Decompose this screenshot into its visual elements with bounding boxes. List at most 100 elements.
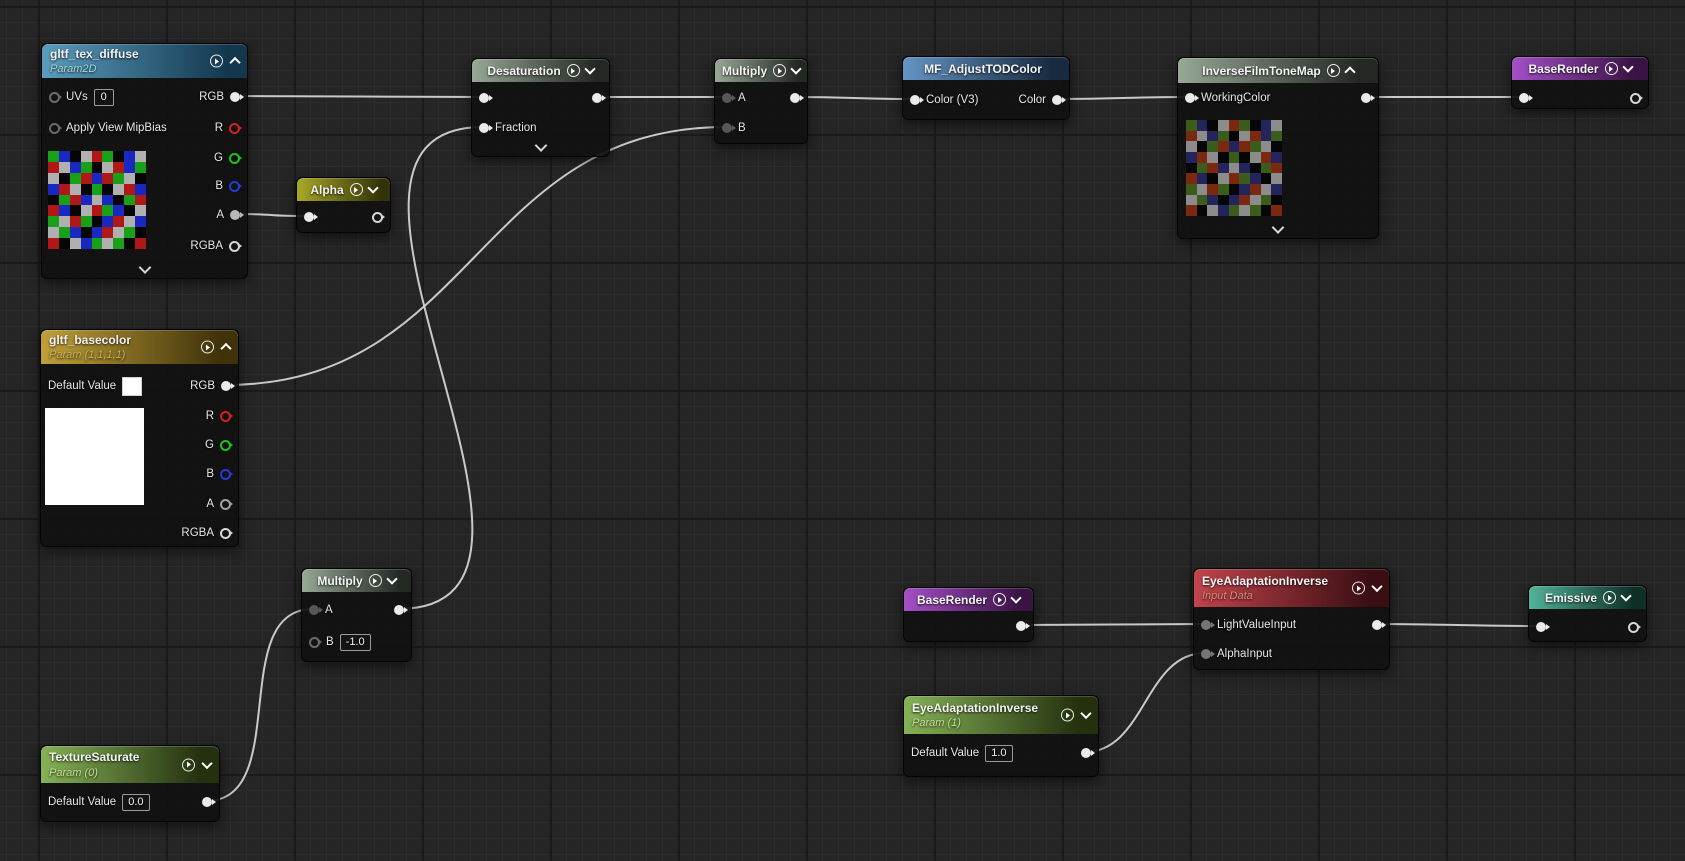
- pin-color[interactable]: [1052, 95, 1066, 105]
- node-baserender_top[interactable]: BaseRender: [1511, 56, 1649, 109]
- wire-multiply_mid-out0-to-desaturation-in1[interactable]: [397, 126, 484, 610]
- play-preview-icon[interactable]: [1603, 591, 1617, 604]
- play-preview-icon[interactable]: [1326, 64, 1340, 77]
- node-baserender_mid[interactable]: BaseRender: [903, 587, 1034, 642]
- collapse-chevron-icon[interactable]: [534, 139, 547, 152]
- pin-b[interactable]: [229, 180, 242, 192]
- chevron-up-icon[interactable]: [229, 56, 241, 69]
- pin-a[interactable]: [230, 210, 244, 220]
- wire-eyeadaptationinverse_param-out0-to-eyeadaptationinverse_input-in1[interactable]: [1084, 652, 1206, 753]
- pin-workingcolor[interactable]: [1185, 93, 1199, 103]
- pin-r[interactable]: [220, 410, 233, 422]
- play-preview-icon[interactable]: [1604, 62, 1618, 75]
- value-input[interactable]: 0: [93, 88, 114, 106]
- pin-value[interactable]: [1628, 621, 1641, 633]
- pin-value[interactable]: [394, 605, 408, 615]
- pin-a[interactable]: [309, 605, 323, 615]
- chevron-down-icon[interactable]: [1080, 707, 1092, 720]
- wire-mf_adjusttodcolor-out0-to-inversefilmtonemap-in0[interactable]: [1055, 96, 1190, 100]
- play-preview-icon[interactable]: [210, 54, 223, 68]
- collapse-chevron-icon[interactable]: [1271, 221, 1285, 234]
- play-preview-icon[interactable]: [201, 340, 214, 354]
- pin-b[interactable]: [220, 468, 233, 480]
- play-preview-icon[interactable]: [349, 183, 363, 196]
- node-emissive[interactable]: Emissive: [1528, 585, 1647, 642]
- play-preview-icon[interactable]: [368, 574, 382, 587]
- node-alpha[interactable]: Alpha: [296, 177, 391, 233]
- chevron-down-icon[interactable]: [385, 573, 398, 585]
- chevron-down-icon[interactable]: [1620, 590, 1632, 602]
- play-preview-icon[interactable]: [773, 64, 787, 77]
- node-title: Multiply: [721, 63, 768, 78]
- chevron-down-icon[interactable]: [790, 63, 802, 75]
- play-preview-icon[interactable]: [182, 758, 195, 771]
- value-input[interactable]: -1.0: [339, 633, 371, 651]
- pin-value[interactable]: [1081, 748, 1095, 758]
- pin-value[interactable]: [1536, 622, 1550, 632]
- pin-lightvalueinput[interactable]: [1201, 620, 1215, 630]
- collapse-chevron-icon[interactable]: [138, 261, 151, 274]
- pin-g[interactable]: [220, 439, 233, 451]
- pin-value[interactable]: [304, 212, 318, 222]
- pin-value[interactable]: [1016, 621, 1030, 631]
- wire-gltf_basecolor-out0-to-multiply_top-in1[interactable]: [224, 126, 727, 386]
- play-preview-icon[interactable]: [566, 64, 580, 77]
- wire-baserender_mid-out0-to-eyeadaptationinverse_input-in0[interactable]: [1019, 623, 1206, 626]
- chevron-down-icon[interactable]: [1010, 592, 1022, 604]
- pin-rgb[interactable]: [230, 92, 244, 102]
- pin-value[interactable]: [1630, 92, 1643, 104]
- pin-rgb[interactable]: [221, 381, 235, 391]
- pin-a[interactable]: [220, 498, 233, 510]
- pin-fraction[interactable]: [479, 123, 493, 133]
- value-input[interactable]: 1.0: [985, 744, 1013, 762]
- chevron-down-icon[interactable]: [1621, 61, 1634, 73]
- pin-rgba[interactable]: [220, 527, 233, 539]
- wire-multiply_top-out0-to-mf_adjusttodcolor-in0[interactable]: [793, 96, 915, 100]
- pin-b[interactable]: [722, 123, 736, 133]
- play-preview-icon[interactable]: [1352, 581, 1365, 595]
- pin-value[interactable]: [1372, 620, 1386, 630]
- pin-rgba[interactable]: [229, 240, 242, 252]
- chevron-down-icon[interactable]: [584, 63, 596, 75]
- chevron-down-icon[interactable]: [201, 757, 213, 769]
- value-input[interactable]: 0.0: [122, 793, 150, 811]
- play-preview-icon[interactable]: [1061, 708, 1074, 722]
- chevron-down-icon[interactable]: [1371, 580, 1383, 593]
- pin-r[interactable]: [229, 122, 242, 134]
- pin-value[interactable]: [592, 93, 606, 103]
- pin-uvs[interactable]: [49, 91, 62, 103]
- chevron-up-icon[interactable]: [1344, 66, 1356, 78]
- pin-alphainput[interactable]: [1201, 649, 1215, 659]
- chevron-up-icon[interactable]: [220, 342, 232, 355]
- preview-cell: [1239, 120, 1250, 131]
- pin-value[interactable]: [202, 797, 216, 807]
- pin-value[interactable]: [1519, 93, 1533, 103]
- pin-value[interactable]: [479, 93, 493, 103]
- pin-a[interactable]: [722, 93, 736, 103]
- play-preview-icon[interactable]: [993, 593, 1007, 606]
- color-swatch[interactable]: [122, 376, 143, 396]
- pin-value[interactable]: [372, 211, 385, 223]
- pin-value[interactable]: [1361, 93, 1375, 103]
- pin-g[interactable]: [229, 152, 242, 164]
- pin-apply-view-mipbias[interactable]: [49, 122, 62, 134]
- preview-cell: [124, 238, 136, 249]
- wire-texturesaturate-out0-to-multiply_mid-in0[interactable]: [205, 608, 314, 802]
- pin-b[interactable]: [309, 636, 322, 648]
- pin-color-v3-[interactable]: [910, 95, 924, 105]
- pin-value[interactable]: [790, 93, 804, 103]
- wire-eyeadaptationinverse_input-out0-to-emissive-in0[interactable]: [1375, 623, 1541, 627]
- chevron-down-icon[interactable]: [367, 182, 379, 194]
- wire-gltf_tex_diffuse-out0-to-desaturation-in0[interactable]: [233, 95, 484, 98]
